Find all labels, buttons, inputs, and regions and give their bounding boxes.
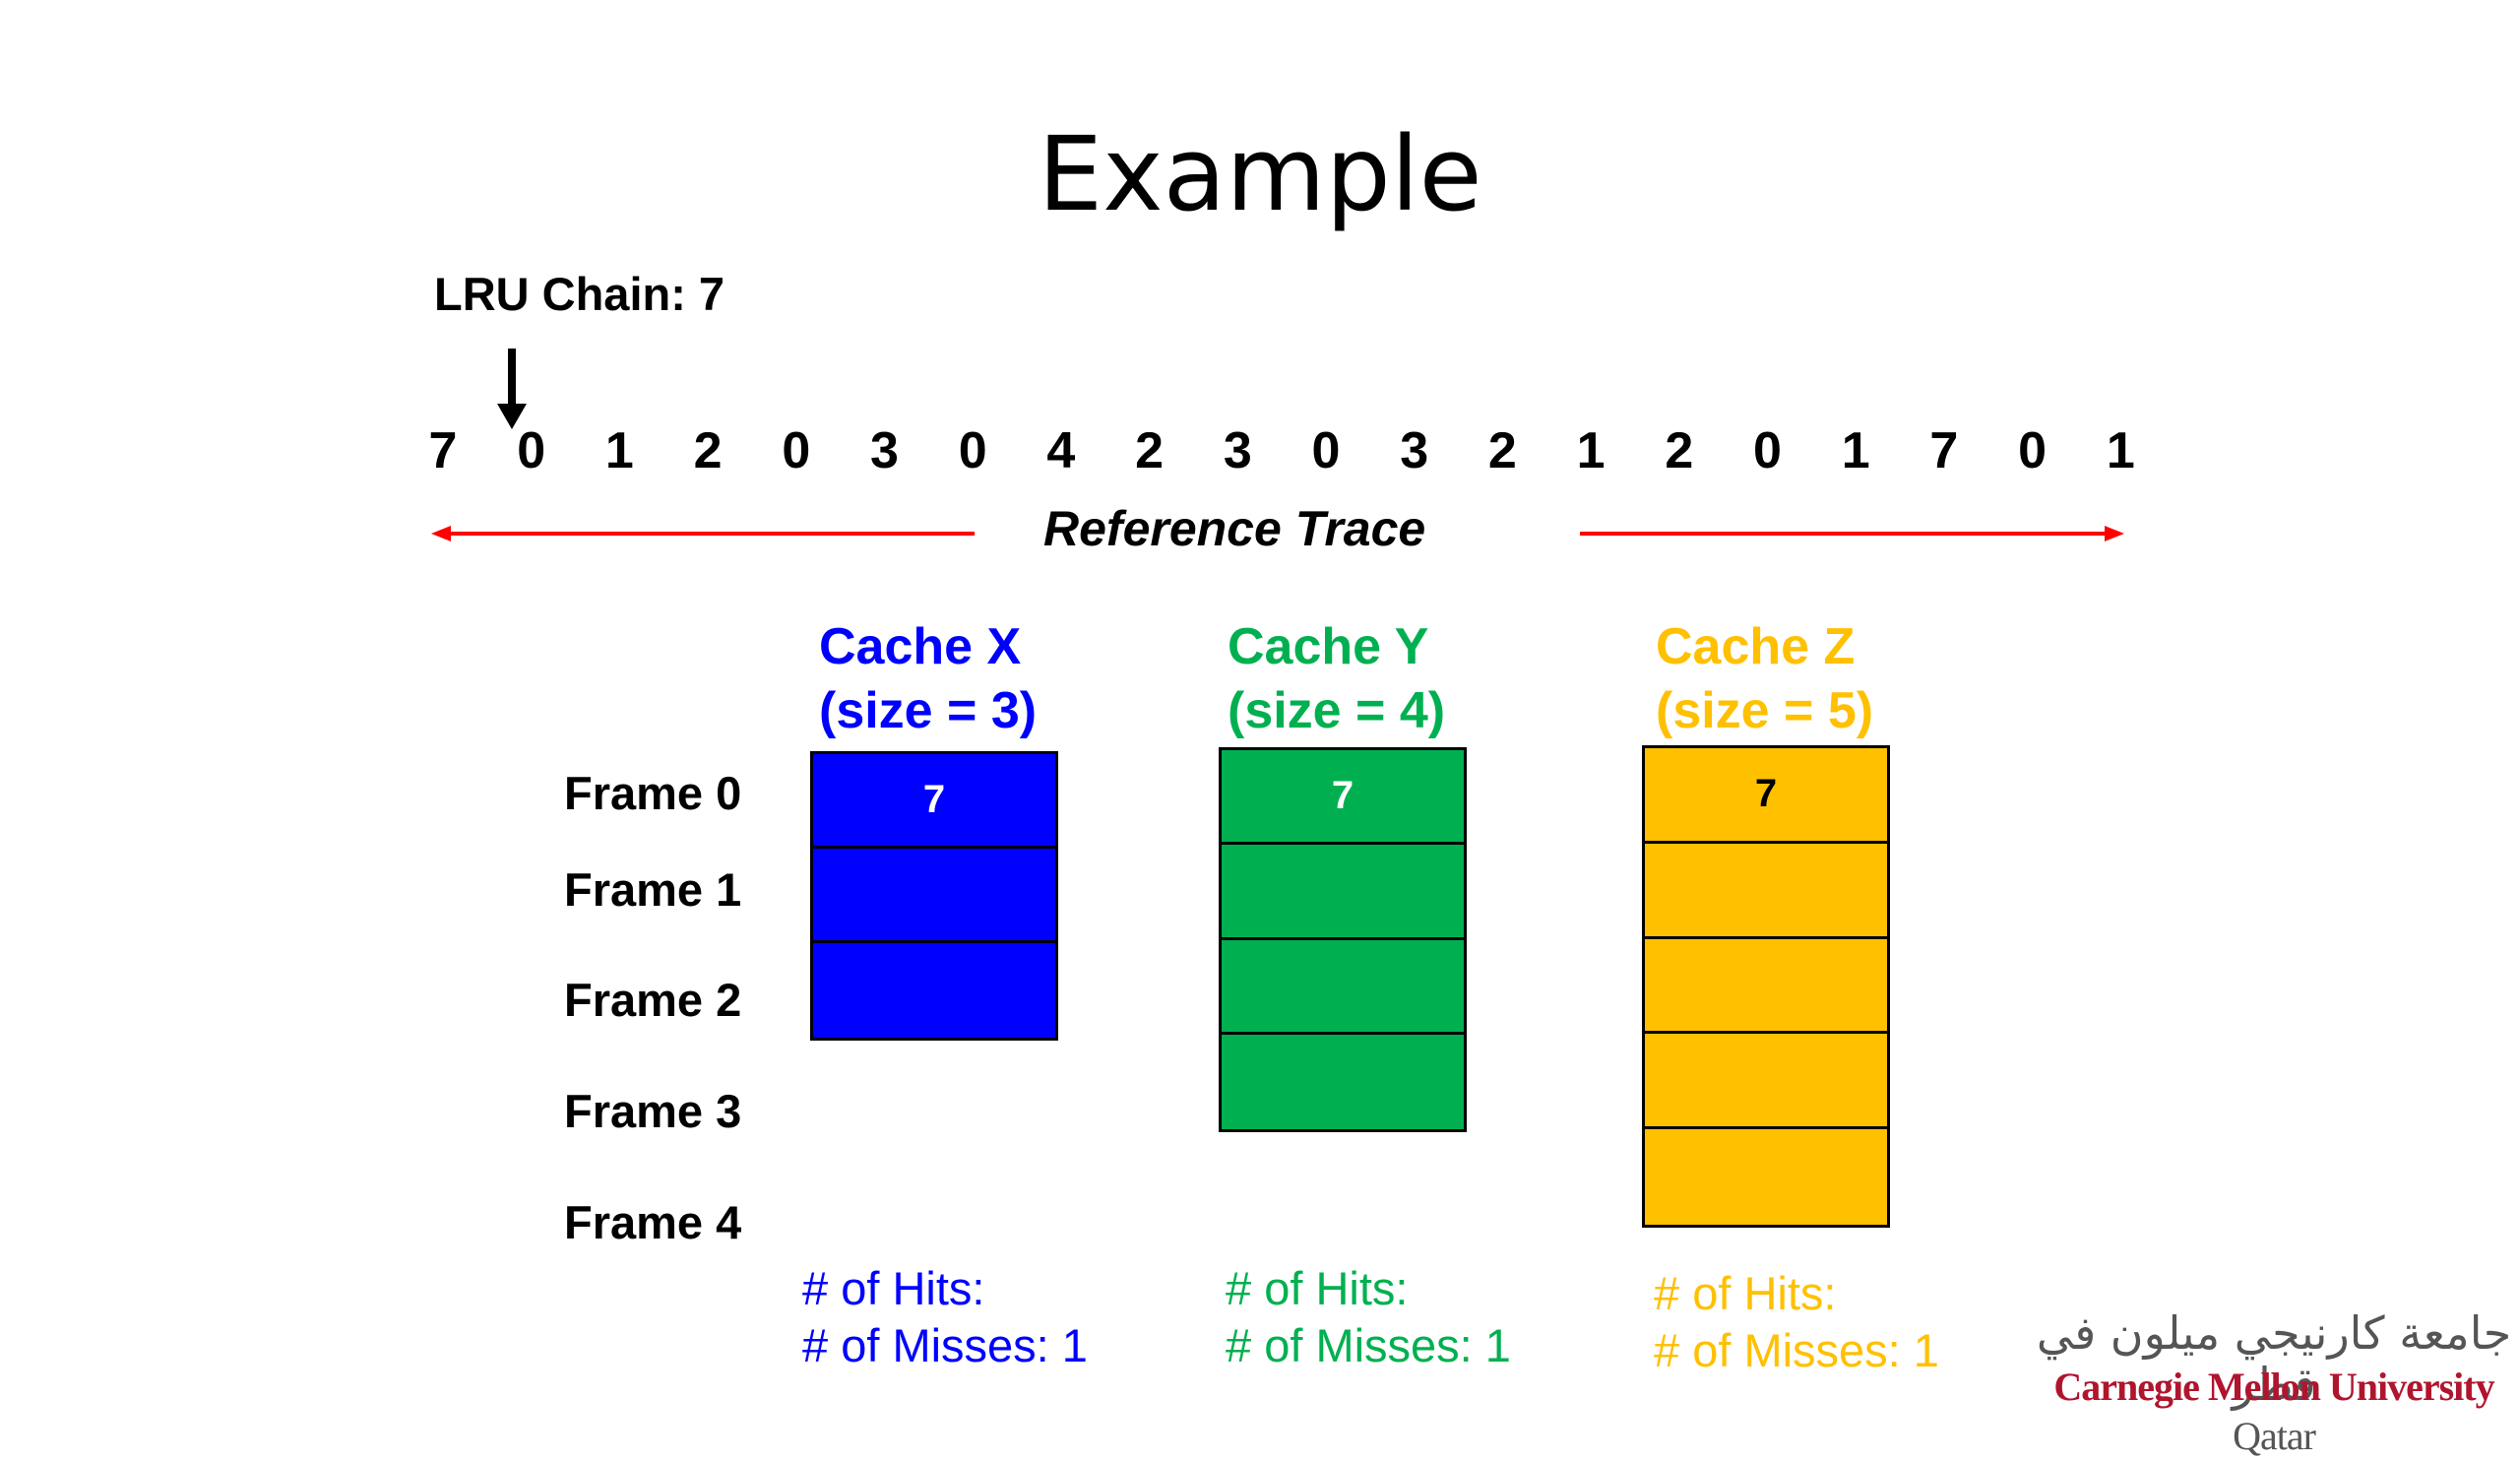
cache-y-name: Cache Y — [1228, 618, 1429, 675]
trace-item: 0 — [1311, 422, 1341, 479]
cache-frame-cell — [1645, 844, 1887, 939]
logo-english-text: Carnegie Mellon University Qatar — [2033, 1363, 2515, 1461]
trace-item: 1 — [604, 422, 634, 479]
trace-item: 1 — [1841, 422, 1870, 479]
trace-item: 2 — [1665, 422, 1694, 479]
trace-item: 3 — [1400, 422, 1429, 479]
cache-x-hits: # of Hits: — [802, 1262, 985, 1314]
cache-y-frames: 7 — [1219, 747, 1467, 1132]
cache-frame-cell: 7 — [813, 754, 1055, 849]
cache-frame-cell — [1222, 940, 1464, 1035]
cache-y-size: (size = 4) — [1228, 682, 1446, 739]
trace-item: 7 — [1929, 422, 1959, 479]
trace-item: 7 — [428, 422, 458, 479]
cache-frame-cell — [813, 849, 1055, 943]
pointer-arrow-icon — [497, 349, 527, 429]
cache-z-frames: 7 — [1642, 745, 1890, 1228]
trace-item: 3 — [870, 422, 899, 479]
cmu-qatar-logo: جامعة كارنيجي ميلون في قطر Carnegie Mell… — [2033, 1306, 2515, 1458]
trace-item: 1 — [2106, 422, 2135, 479]
cache-z-header: Cache Z (size = 5) — [1656, 615, 1873, 743]
cache-frame-cell — [813, 943, 1055, 1038]
cache-z-name: Cache Z — [1656, 618, 1856, 675]
cache-y-header: Cache Y (size = 4) — [1228, 615, 1445, 743]
logo-arabic-text: جامعة كارنيجي ميلون في قطر — [2036, 1306, 2512, 1411]
frame-label-1: Frame 1 — [564, 863, 742, 916]
trace-item: 0 — [1753, 422, 1782, 479]
cache-frame-cell — [1222, 845, 1464, 940]
trace-item: 0 — [517, 422, 546, 479]
frame-label-2: Frame 2 — [564, 974, 742, 1026]
cache-frame-cell: 7 — [1222, 750, 1464, 846]
trace-item: 3 — [1223, 422, 1252, 479]
cache-x-name: Cache X — [819, 618, 1022, 675]
trace-item: 4 — [1046, 422, 1076, 479]
cache-frame-cell — [1645, 1129, 1887, 1225]
frame-label-4: Frame 4 — [564, 1196, 742, 1248]
trace-item: 2 — [1135, 422, 1165, 479]
cache-y-misses: # of Misses: 1 — [1226, 1319, 1511, 1371]
cache-x-stats: # of Hits: # of Misses: 1 — [802, 1260, 1088, 1374]
reference-trace-label: Reference Trace — [1043, 501, 1426, 556]
reference-trace-arrows — [431, 526, 2124, 541]
cache-y-hits: # of Hits: — [1226, 1262, 1409, 1314]
right-arrowhead-icon — [2105, 526, 2124, 541]
cache-x-size: (size = 3) — [819, 682, 1038, 739]
logo-english-name: Carnegie Mellon University — [2053, 1365, 2494, 1409]
left-arrowhead-icon — [431, 526, 451, 541]
cache-z-misses: # of Misses: 1 — [1654, 1324, 1939, 1376]
cache-y-stats: # of Hits: # of Misses: 1 — [1226, 1260, 1511, 1374]
frame-label-3: Frame 3 — [564, 1085, 742, 1137]
trace-item: 2 — [1487, 422, 1517, 479]
lru-chain-label: LRU Chain: 7 — [434, 268, 725, 320]
cache-frame-cell — [1645, 1034, 1887, 1130]
cache-frame-cell: 7 — [1645, 748, 1887, 844]
slide-title: Example — [1038, 114, 1482, 234]
cache-z-size: (size = 5) — [1656, 682, 1874, 739]
cache-x-header: Cache X (size = 3) — [819, 615, 1037, 743]
logo-english-qatar: Qatar — [2233, 1414, 2316, 1458]
trace-item: 0 — [782, 422, 811, 479]
cache-x-frames: 7 — [810, 751, 1058, 1041]
trace-item: 2 — [693, 422, 723, 479]
cache-frame-cell — [1645, 939, 1887, 1035]
trace-item: 0 — [2018, 422, 2048, 479]
trace-item: 0 — [958, 422, 987, 479]
cache-z-hits: # of Hits: — [1654, 1267, 1837, 1319]
frame-label-0: Frame 0 — [564, 767, 742, 819]
cache-z-stats: # of Hits: # of Misses: 1 — [1654, 1265, 1939, 1379]
trace-item: 1 — [1576, 422, 1606, 479]
cache-x-misses: # of Misses: 1 — [802, 1319, 1088, 1371]
cache-frame-cell — [1222, 1035, 1464, 1129]
